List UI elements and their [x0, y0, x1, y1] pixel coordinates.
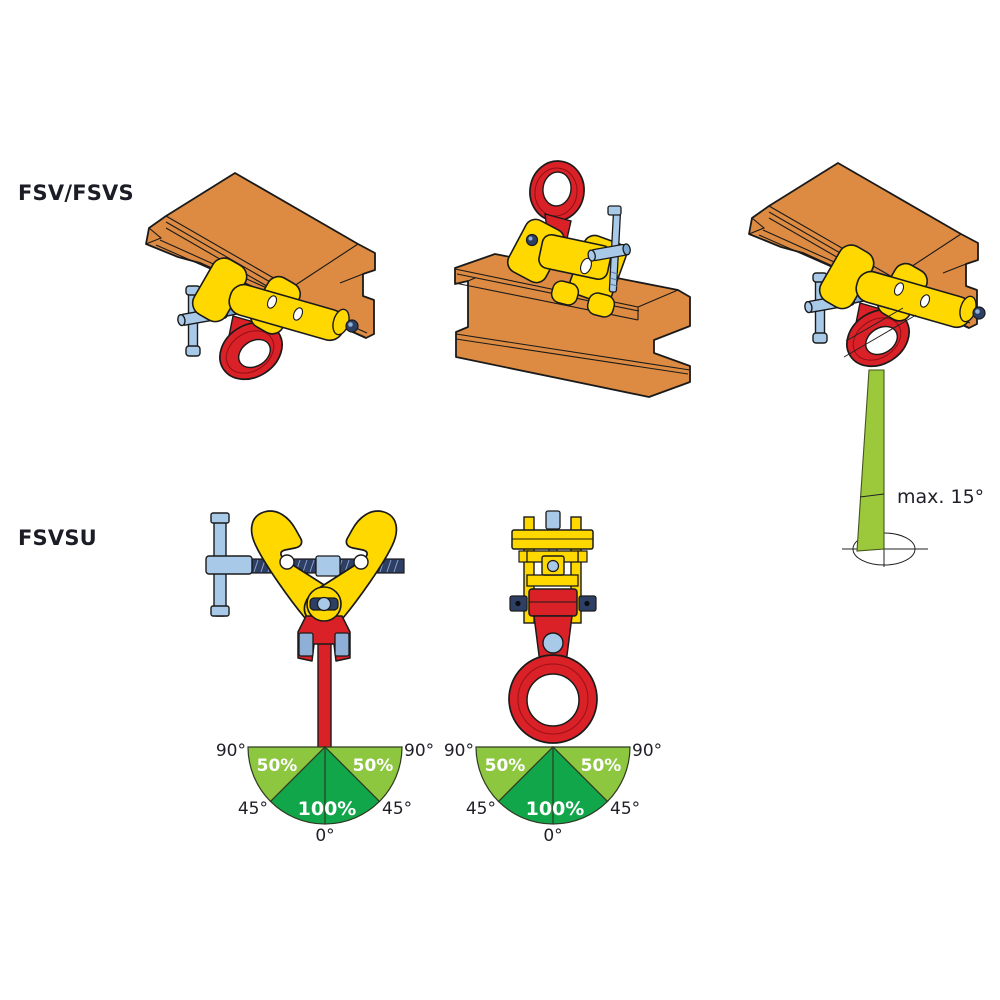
fsv-clamp-sway-angle-illustration: max. 15° [748, 162, 986, 567]
section-label-fsv-fsvs: FSV/FSVS [18, 181, 134, 205]
load-capacity-fan: 90° 90° 45° 45° 50% 50% 100% 0° [216, 741, 434, 846]
fan-50-right: 50% [353, 756, 394, 776]
fan-0: 0° [543, 826, 562, 846]
fan-50-left: 50% [257, 756, 298, 776]
fan-45-left: 45° [238, 799, 268, 819]
fan-45-right: 45° [382, 799, 412, 819]
suspension-bar [317, 639, 332, 749]
fan-45-right: 45° [610, 799, 640, 819]
sway-cone [856, 369, 885, 552]
swivel-ring [508, 588, 598, 744]
fan-90-right: 90° [404, 741, 434, 761]
clamp-side-body [509, 510, 597, 624]
load-capacity-fan: 90° 90° 45° 45° 50% 50% 100% 0° [444, 741, 662, 846]
clamp-jaws [250, 510, 398, 627]
fsvsu-front-view: 90° 90° 45° 45° 50% 50% 100% 0° [205, 510, 434, 846]
beam-clamp-with-eye-up [506, 160, 631, 318]
swivel-link [297, 615, 351, 662]
fsv-clamp-on-beam-illustration [454, 160, 691, 398]
fan-0: 0° [315, 826, 334, 846]
fan-50-right: 50% [581, 756, 622, 776]
fan-45-left: 45° [466, 799, 496, 819]
section-label-fsvsu: FSVSU [18, 526, 97, 550]
fsvsu-side-view: 90° 90° 45° 45° 50% 50% 100% 0° [444, 510, 662, 846]
fan-90-left: 90° [216, 741, 246, 761]
t-handle [205, 512, 253, 617]
fan-90-right: 90° [632, 741, 662, 761]
max-angle-label: max. 15° [897, 486, 984, 508]
fan-90-left: 90° [444, 741, 474, 761]
fan-100: 100% [298, 798, 357, 820]
sway-cone-annotation: max. 15° [842, 307, 984, 567]
fan-100: 100% [526, 798, 585, 820]
fan-50-left: 50% [485, 756, 526, 776]
fsv-clamp-under-beam-illustration [145, 172, 376, 392]
pivot-nut [306, 586, 342, 622]
